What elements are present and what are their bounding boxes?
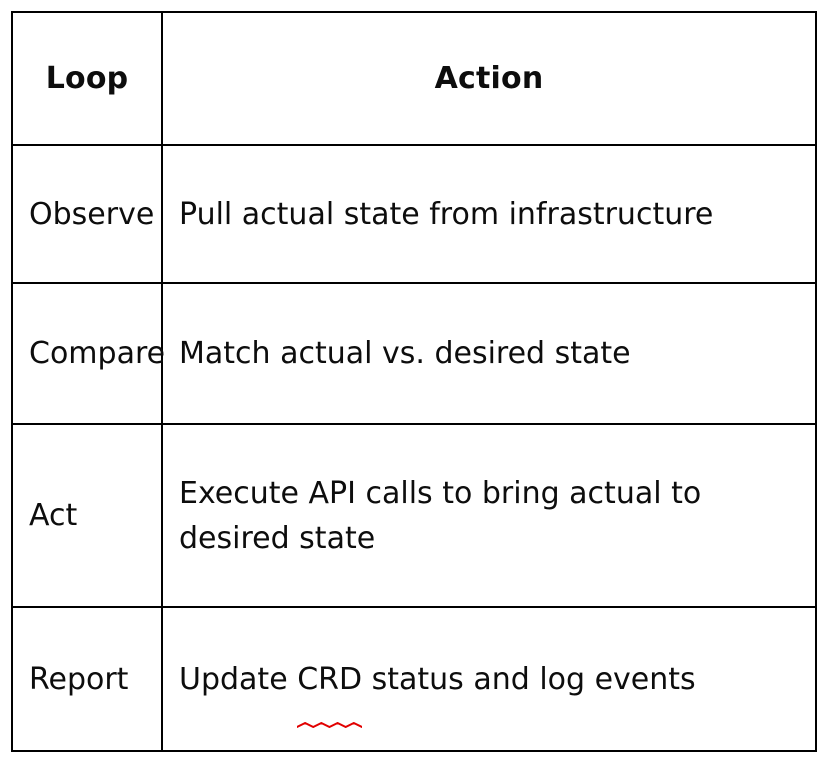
table-header: Loop Action — [11, 11, 817, 146]
cell-action-observe: Pull actual state from infrastructure — [161, 144, 817, 284]
misspelled-word-crd-label: CRD — [297, 661, 363, 697]
table-body: Observe Pull actual state from infrastru… — [11, 144, 817, 752]
cell-loop-report: Report — [11, 606, 163, 752]
column-header-action: Action — [161, 11, 817, 146]
misspelled-word-crd: CRD — [297, 662, 362, 697]
cell-loop-observe: Observe — [11, 144, 163, 284]
table-row: Report Update CRD status and log events — [11, 606, 817, 752]
spellcheck-squiggle-icon — [297, 697, 362, 704]
table-row: Observe Pull actual state from infrastru… — [11, 144, 817, 284]
cell-action-report-text-after: status and log events — [362, 661, 696, 697]
cell-loop-compare: Compare — [11, 282, 165, 425]
cell-action-observe-text: Pull actual state from infrastructure — [179, 196, 714, 232]
table-row: Act Execute API calls to bring actual to… — [11, 423, 817, 608]
cell-action-compare-text: Match actual vs. desired state — [179, 336, 631, 371]
cell-action-report-text-before: Update — [179, 661, 298, 697]
table-row: Compare Match actual vs. desired state — [11, 282, 817, 425]
cell-action-act-text: Execute API calls to bring actual to des… — [179, 475, 702, 556]
cell-action-compare: Match actual vs. desired state — [161, 282, 817, 425]
reconciliation-loop-table: Loop Action Observe Pull actual state fr… — [11, 11, 817, 752]
table-header-row: Loop Action — [11, 11, 817, 146]
cell-action-report-text: Update CRD status and log events — [179, 657, 799, 702]
cell-loop-act: Act — [11, 423, 163, 608]
cell-action-report: Update CRD status and log events — [161, 606, 817, 752]
cell-action-act: Execute API calls to bring actual to des… — [161, 423, 817, 608]
column-header-loop: Loop — [11, 11, 163, 146]
